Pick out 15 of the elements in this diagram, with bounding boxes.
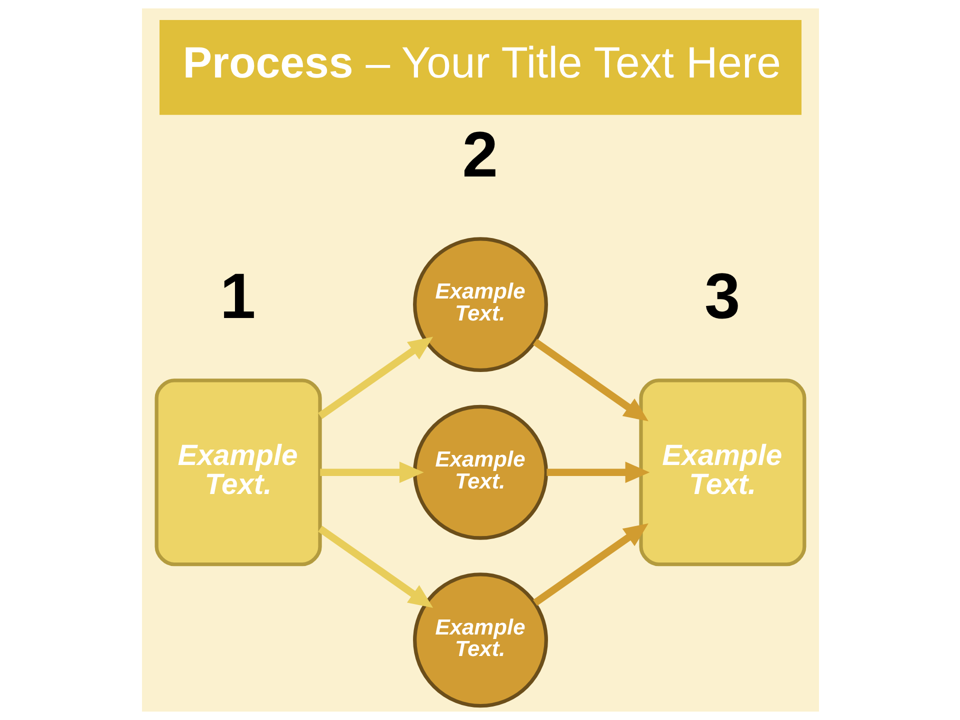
node-label: 2 — [462, 118, 498, 190]
diagram-title: Process – Your Title Text Here — [182, 38, 780, 88]
node-label: 1 — [220, 260, 256, 332]
arrow — [546, 462, 650, 484]
node-circle: Example Text. — [412, 237, 548, 372]
node-box: Example Text. — [638, 378, 806, 566]
arrow — [532, 523, 648, 606]
node-label: 3 — [704, 260, 740, 332]
arrow — [318, 336, 433, 419]
arrow — [320, 462, 424, 484]
node-circle: Example Text. — [412, 404, 548, 540]
node-box: Example Text. — [154, 378, 322, 566]
arrow — [318, 526, 433, 608]
node-circle: Example Text. — [412, 572, 548, 708]
arrow — [532, 338, 648, 422]
